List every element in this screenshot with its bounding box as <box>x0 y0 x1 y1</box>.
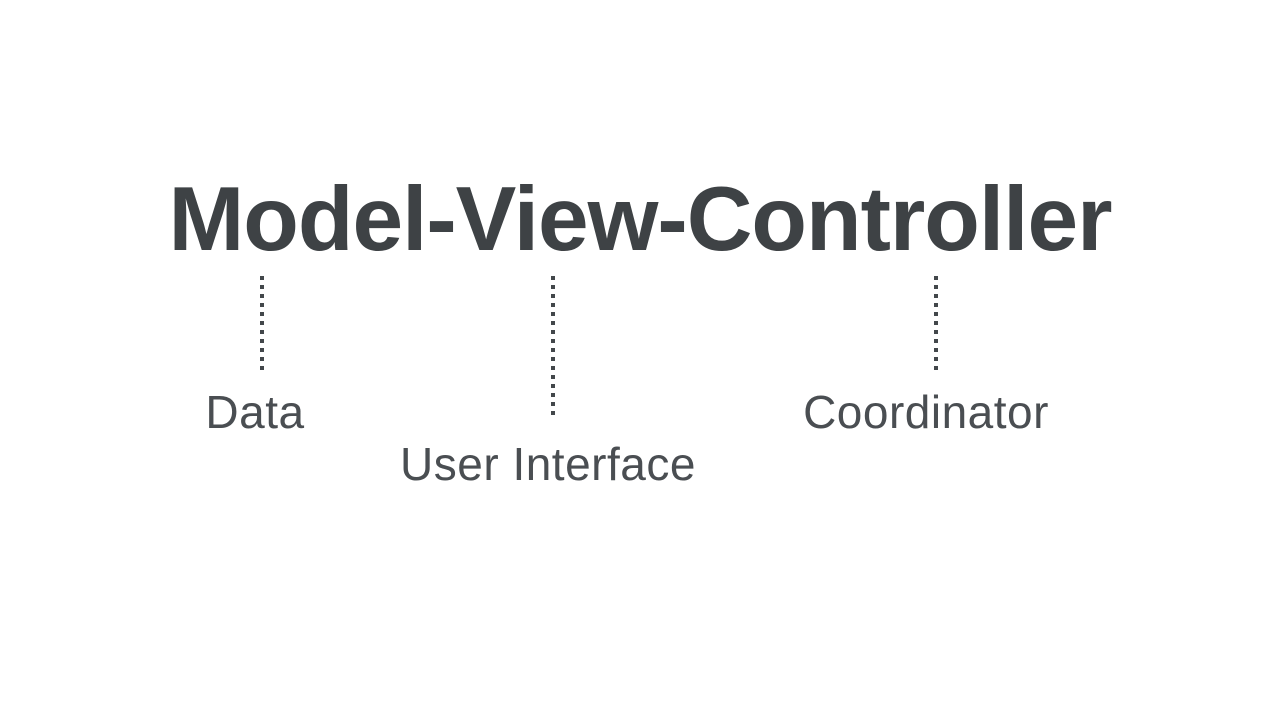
label-view-user-interface: User Interface <box>400 438 696 490</box>
diagram-title: Model-View-Controller <box>168 169 1113 270</box>
label-controller-coordinator: Coordinator <box>803 386 1049 438</box>
label-model-data: Data <box>205 386 305 438</box>
dotted-connector-model <box>260 276 264 370</box>
dotted-connector-controller <box>934 276 938 370</box>
dotted-connector-view <box>551 276 555 417</box>
